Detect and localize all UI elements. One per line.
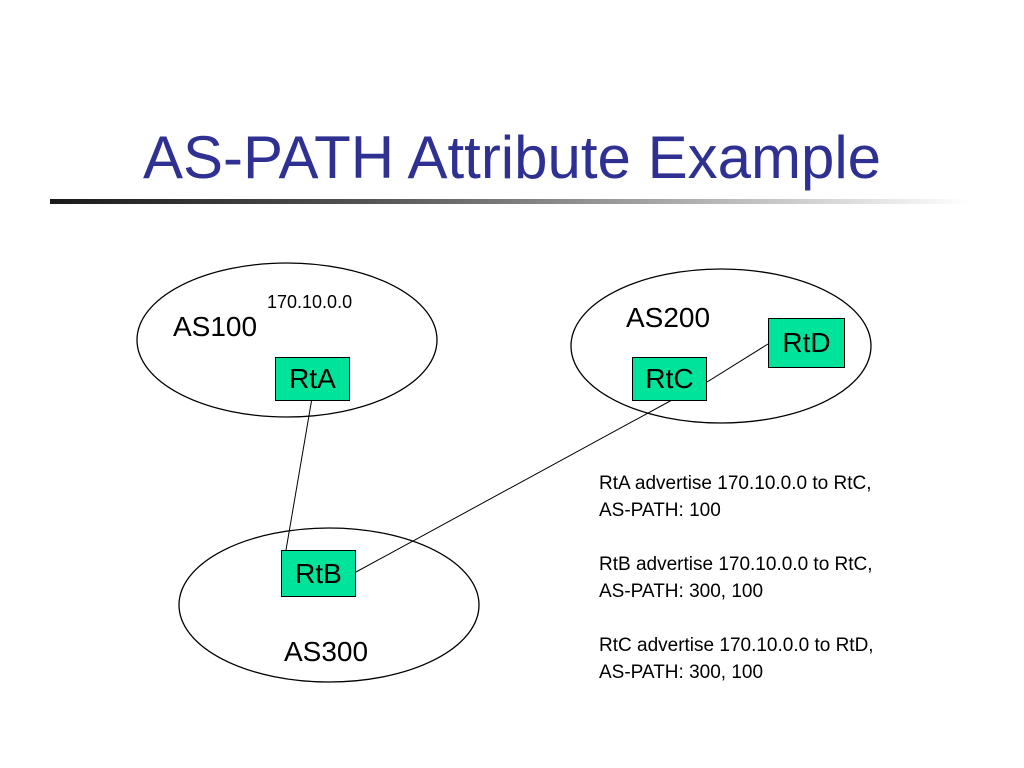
note-rta-line2: AS-PATH: 100 (599, 500, 721, 521)
note-rtb-line1: RtB advertise 170.10.0.0 to RtC, (599, 554, 873, 575)
as100-label: AS100 (173, 311, 258, 342)
router-rta: RtA (275, 357, 350, 401)
advertisement-notes: RtA advertise 170.10.0.0 to RtC, AS-PATH… (599, 470, 1009, 713)
note-rtc-line2: AS-PATH: 300, 100 (599, 662, 764, 683)
router-rtb-label: RtB (295, 557, 342, 589)
note-rtb: RtB advertise 170.10.0.0 to RtC, AS-PATH… (599, 551, 1009, 605)
as300-label: AS300 (284, 636, 369, 667)
router-rta-label: RtA (289, 363, 336, 394)
note-rta: RtA advertise 170.10.0.0 to RtC, AS-PATH… (599, 470, 1009, 524)
router-rtc: RtC (632, 357, 707, 401)
as200-boundary (570, 268, 872, 424)
as300-boundary (178, 527, 480, 683)
link-rta-rtb (285, 397, 313, 551)
note-rtc-line1: RtC advertise 170.10.0.0 to RtD, (599, 635, 874, 656)
network-prefix-label: 170.10.0.0 (267, 292, 353, 312)
as200-label: AS200 (626, 302, 711, 333)
note-rtc: RtC advertise 170.10.0.0 to RtD, AS-PATH… (599, 632, 1009, 686)
note-rtb-line2: AS-PATH: 300, 100 (599, 581, 764, 602)
router-rtc-label: RtC (645, 363, 694, 394)
link-rtb-rtc (355, 399, 673, 573)
slide-title: AS-PATH Attribute Example (142, 124, 882, 191)
router-rtb: RtB (281, 550, 356, 597)
title-underline (50, 199, 970, 204)
note-rta-line1: RtA advertise 170.10.0.0 to RtC, (599, 473, 872, 494)
as100-boundary (136, 262, 438, 418)
link-rtc-rtd (706, 343, 769, 383)
router-rtd-label: RtD (782, 327, 831, 358)
router-rtd: RtD (768, 318, 845, 368)
